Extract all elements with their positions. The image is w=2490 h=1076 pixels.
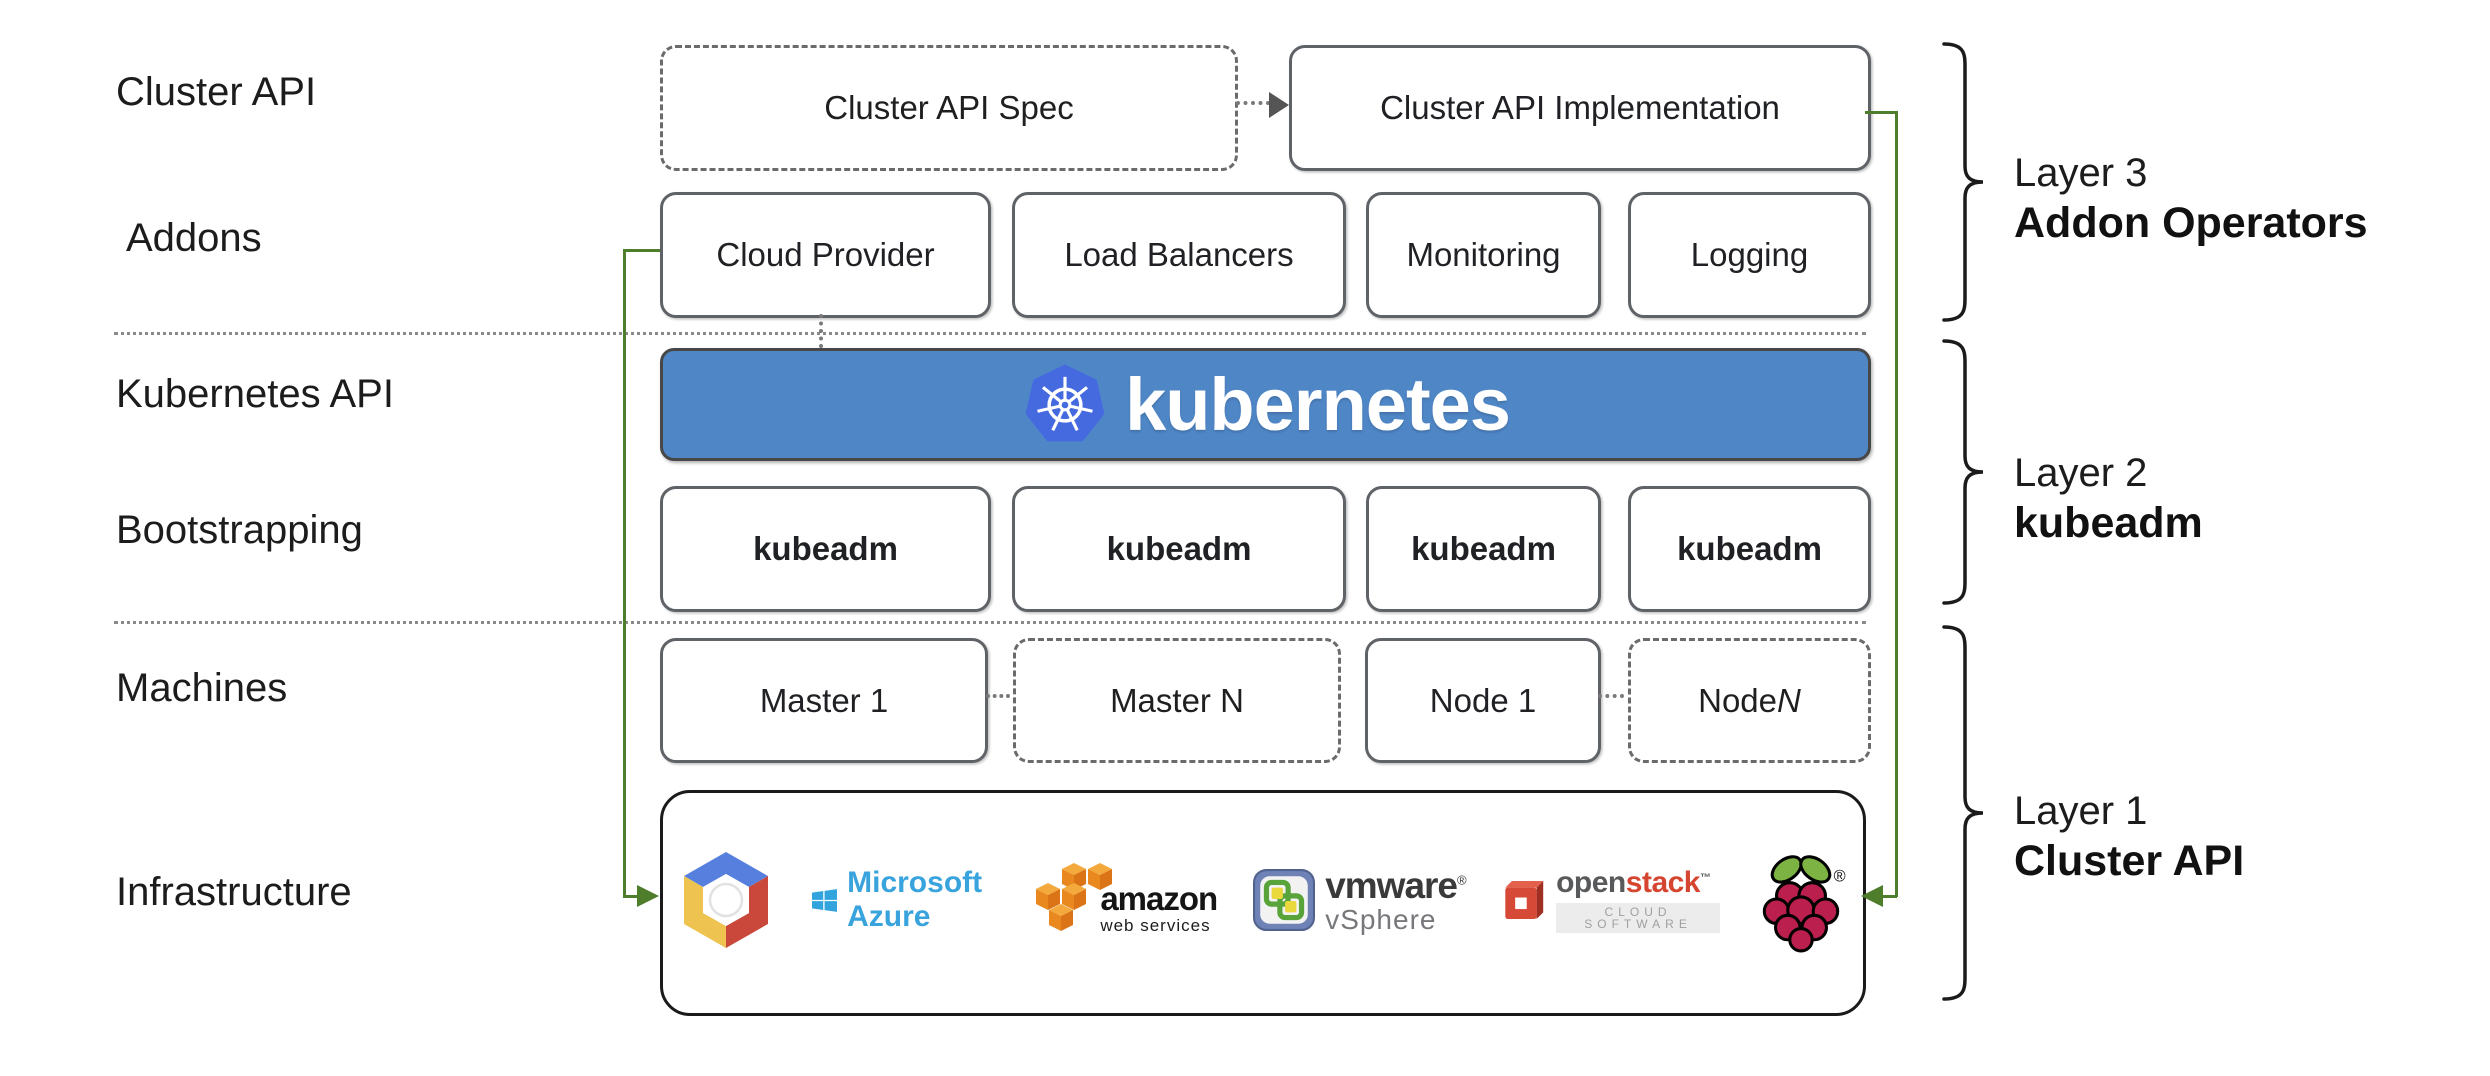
layer-3-label: Layer 3 Addon Operators xyxy=(2014,148,2368,248)
green-line-left-bottom xyxy=(623,895,641,898)
green-line-right-vertical xyxy=(1895,111,1898,897)
kubernetes-banner-label: kubernetes xyxy=(1125,363,1511,446)
row-label-bootstrapping: Bootstrapping xyxy=(116,508,363,552)
node-n-prefix: Node xyxy=(1698,681,1778,719)
aws-logo: amazon web services xyxy=(1032,863,1218,937)
vsphere-label: vSphere xyxy=(1325,903,1437,935)
node-n-suffix: N xyxy=(1777,681,1801,719)
spec-to-impl-arrowhead-icon xyxy=(1269,92,1289,118)
kubeadm-box-3: kubeadm xyxy=(1366,486,1601,612)
vmware-label: vmware xyxy=(1325,864,1458,906)
microsoft-azure-logo: Microsoft Azure xyxy=(812,866,996,934)
kubernetes-banner: kubernetes xyxy=(660,348,1871,461)
row-label-cluster-api: Cluster API xyxy=(116,70,317,114)
separator-bootstrapping-machines xyxy=(114,621,1866,624)
layer-1-title: Layer 1 xyxy=(2014,789,2148,833)
kubernetes-logo-icon xyxy=(1025,364,1105,441)
raspberry-pi-logo: ® xyxy=(1756,847,1846,953)
layer-2-label: Layer 2 kubeadm xyxy=(2014,448,2203,548)
layer-3-brace xyxy=(1942,42,1984,322)
aws-cubes-icon xyxy=(1036,863,1113,931)
aws-amazon-label: amazon xyxy=(1100,880,1218,917)
openstack-stack-label: stack xyxy=(1625,865,1701,899)
machine-box-master-n: Master N xyxy=(1013,638,1341,763)
raspberry-registered-mark: ® xyxy=(1834,868,1846,886)
layer-2-brace xyxy=(1942,339,1984,605)
spec-to-impl-dotted-line xyxy=(1236,101,1270,105)
kubeadm-box-2: kubeadm xyxy=(1012,486,1346,612)
openstack-cloud-software-label: CLOUD SOFTWARE xyxy=(1556,902,1720,933)
green-line-left-vertical xyxy=(623,249,626,897)
node-dotted-connector xyxy=(1598,694,1624,698)
green-line-left-top xyxy=(625,249,660,252)
openstack-logo: openstack™ CLOUD SOFTWARE xyxy=(1502,865,1720,933)
layer-3-title: Layer 3 xyxy=(2014,151,2148,195)
cloud-provider-to-kubernetes-dotted-line xyxy=(819,314,823,348)
openstack-trademark: ™ xyxy=(1700,871,1711,884)
azure-label: Microsoft Azure xyxy=(847,866,983,933)
microsoft-window-icon xyxy=(812,888,838,912)
master-dotted-connector xyxy=(986,694,1010,698)
addon-box-cloud-provider: Cloud Provider xyxy=(660,192,991,318)
layer-2-title: Layer 2 xyxy=(2014,451,2148,495)
layer-1-brace xyxy=(1942,625,1984,1001)
raspberry-pi-icon: ® xyxy=(1762,855,1846,953)
cluster-api-spec-box: Cluster API Spec xyxy=(660,45,1238,171)
cluster-api-implementation-box: Cluster API Implementation xyxy=(1289,45,1871,171)
layer-3-subtitle: Addon Operators xyxy=(2014,199,2368,247)
green-line-right-bottom xyxy=(1882,895,1897,898)
openstack-open-label: open xyxy=(1556,865,1626,899)
google-cloud-logo xyxy=(676,850,776,950)
openstack-cube-icon xyxy=(1504,881,1543,919)
row-label-machines: Machines xyxy=(116,666,288,710)
green-arrowhead-right-icon xyxy=(1861,885,1883,907)
layer-2-subtitle: kubeadm xyxy=(2014,499,2203,547)
addon-box-monitoring: Monitoring xyxy=(1366,192,1601,318)
vmware-vsphere-logo: vmware® vSphere xyxy=(1253,864,1467,935)
google-cloud-hexagon-icon xyxy=(684,852,768,948)
machine-box-master-1: Master 1 xyxy=(660,638,988,763)
green-arrowhead-left-icon xyxy=(637,885,659,907)
row-label-kubernetes-api: Kubernetes API xyxy=(116,372,394,416)
machine-box-node-n: Node N xyxy=(1628,638,1871,763)
row-label-addons: Addons xyxy=(126,216,262,260)
infrastructure-logo-row: Microsoft Azure amazon web services xyxy=(676,798,1846,1002)
vmware-registered-mark: ® xyxy=(1457,872,1467,888)
addon-box-logging: Logging xyxy=(1628,192,1871,318)
layer-1-subtitle: Cluster API xyxy=(2014,837,2245,885)
separator-addons-kubernetes xyxy=(114,332,1866,335)
kubeadm-box-1: kubeadm xyxy=(660,486,991,612)
vsphere-icon xyxy=(1253,869,1316,931)
layer-1-label: Layer 1 Cluster API xyxy=(2014,786,2244,886)
machine-box-node-1: Node 1 xyxy=(1365,638,1601,763)
green-line-right-top xyxy=(1865,111,1897,114)
addon-box-load-balancers: Load Balancers xyxy=(1012,192,1346,318)
aws-web-services-label: web services xyxy=(1100,916,1211,935)
row-label-infrastructure: Infrastructure xyxy=(116,870,352,914)
kubeadm-box-4: kubeadm xyxy=(1628,486,1871,612)
